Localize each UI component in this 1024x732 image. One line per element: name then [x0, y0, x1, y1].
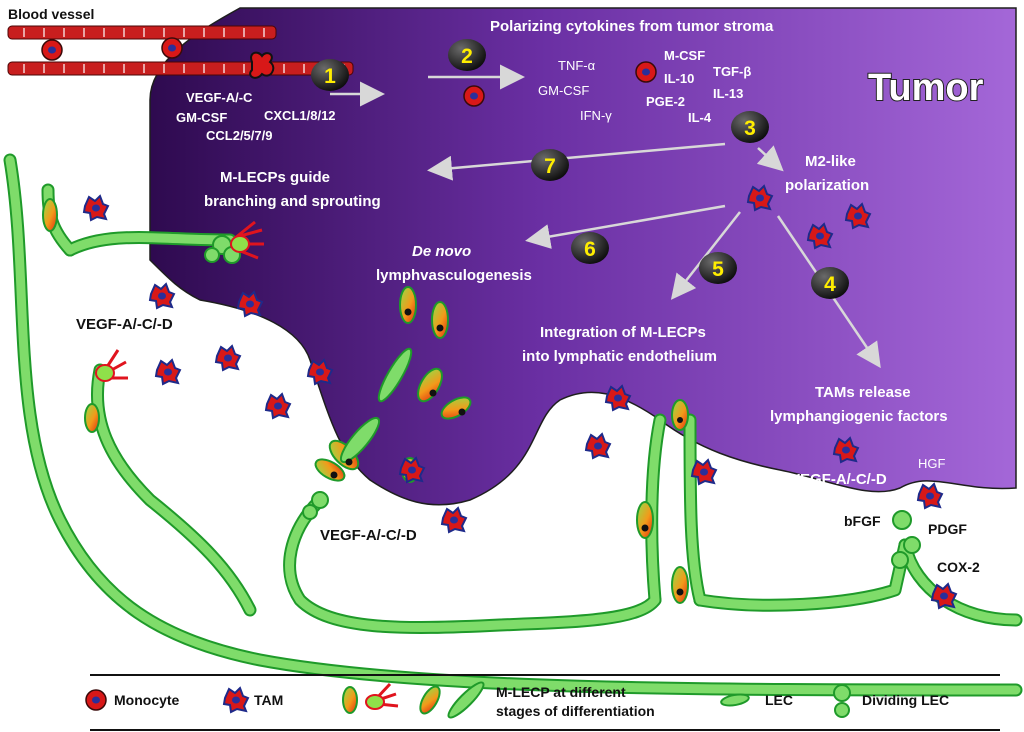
legend-lec-label: LEC [765, 692, 793, 708]
legend-mlecp-label-line2: stages of differentiation [496, 703, 655, 719]
step4-bfgf: bFGF [844, 513, 881, 529]
legend-mlecp-icon [342, 681, 485, 719]
cytokine-ifn: IFN-γ [580, 108, 612, 123]
svg-text:5: 5 [712, 258, 724, 281]
legend: Monocyte TAM M-LECP at different stages … [85, 674, 1000, 731]
step7-label-line2: branching and sprouting [204, 193, 381, 210]
cytokine-pge2: PGE-2 [646, 94, 685, 109]
step-2-badge: 2 [448, 39, 486, 71]
vessel-monocyte [161, 37, 183, 59]
svg-text:4: 4 [824, 273, 836, 296]
lymphatic-vessels-inner [5, 155, 1021, 695]
legend-tam-icon [223, 687, 249, 713]
svg-text:3: 3 [744, 117, 756, 140]
legend-monocyte-icon [85, 689, 107, 711]
legend-dividing-lec-icon [833, 684, 851, 718]
step-6-badge: 6 [571, 232, 609, 264]
step-4-badge: 4 [811, 267, 849, 299]
cytokine-gm-csf: GM-CSF [538, 83, 589, 98]
step-7-badge: 7 [531, 149, 569, 181]
step3-label-line1: M2-like [805, 153, 856, 170]
blood-vessel [7, 25, 354, 79]
cytokine-tnf: TNF-α [558, 58, 596, 73]
step4-label-line2: lymphangiogenic factors [770, 408, 948, 425]
blood-vessel-label: Blood vessel [8, 6, 94, 22]
step6-label-line1: De novo [412, 243, 471, 260]
step-3-badge: 3 [731, 111, 769, 143]
extravasating-monocyte [249, 51, 275, 79]
svg-text:6: 6 [584, 238, 596, 261]
cytokine-il-10: IL-10 [664, 71, 694, 86]
step5-label-line1: Integration of M-LECPs [540, 324, 706, 341]
stroma-cytokines-header: Polarizing cytokines from tumor stroma [490, 18, 774, 35]
step-1-badge: 1 [311, 59, 349, 91]
cytokine-tgf: TGF-β [713, 64, 751, 79]
step4-cox2: COX-2 [937, 559, 980, 575]
factor-vegf-ac: VEGF-A/-C [186, 90, 253, 105]
legend-tam-label: TAM [254, 692, 283, 708]
tumor-label: Tumor [868, 67, 984, 109]
cytokine-il-13: IL-13 [713, 86, 743, 101]
vegf-left-label: VEGF-A/-C/-D [76, 316, 173, 333]
legend-monocyte-label: Monocyte [114, 692, 180, 708]
svg-text:1: 1 [324, 65, 336, 88]
step7-label-line1: M-LECPs guide [220, 169, 330, 186]
step4-vegf: VEGF-A/-C/-D [790, 471, 887, 488]
svg-text:2: 2 [461, 45, 473, 68]
vessel-monocyte [41, 39, 63, 61]
factor-gm-csf: GM-CSF [176, 110, 227, 125]
step4-label-line1: TAMs release [815, 384, 911, 401]
step4-hgf: HGF [918, 456, 946, 471]
factor-cxcl: CXCL1/8/12 [264, 108, 336, 123]
step5-label-line2: into lymphatic endothelium [522, 348, 717, 365]
vegf-center-label: VEGF-A/-C/-D [320, 527, 417, 544]
step-5-badge: 5 [699, 252, 737, 284]
factor-ccl: CCL2/5/7/9 [206, 128, 272, 143]
legend-dividing-lec-label: Dividing LEC [862, 692, 949, 708]
step4-pdgf: PDGF [928, 521, 967, 537]
cytokine-il-4: IL-4 [688, 110, 712, 125]
svg-text:7: 7 [544, 155, 556, 178]
cytokine-m-csf: M-CSF [664, 48, 705, 63]
legend-mlecp-label-line1: M-LECP at different [496, 684, 626, 700]
step3-label-line2: polarization [785, 177, 869, 194]
dividing-lec-clusters [204, 235, 921, 569]
step6-label-line2: lymphvasculogenesis [376, 267, 532, 284]
